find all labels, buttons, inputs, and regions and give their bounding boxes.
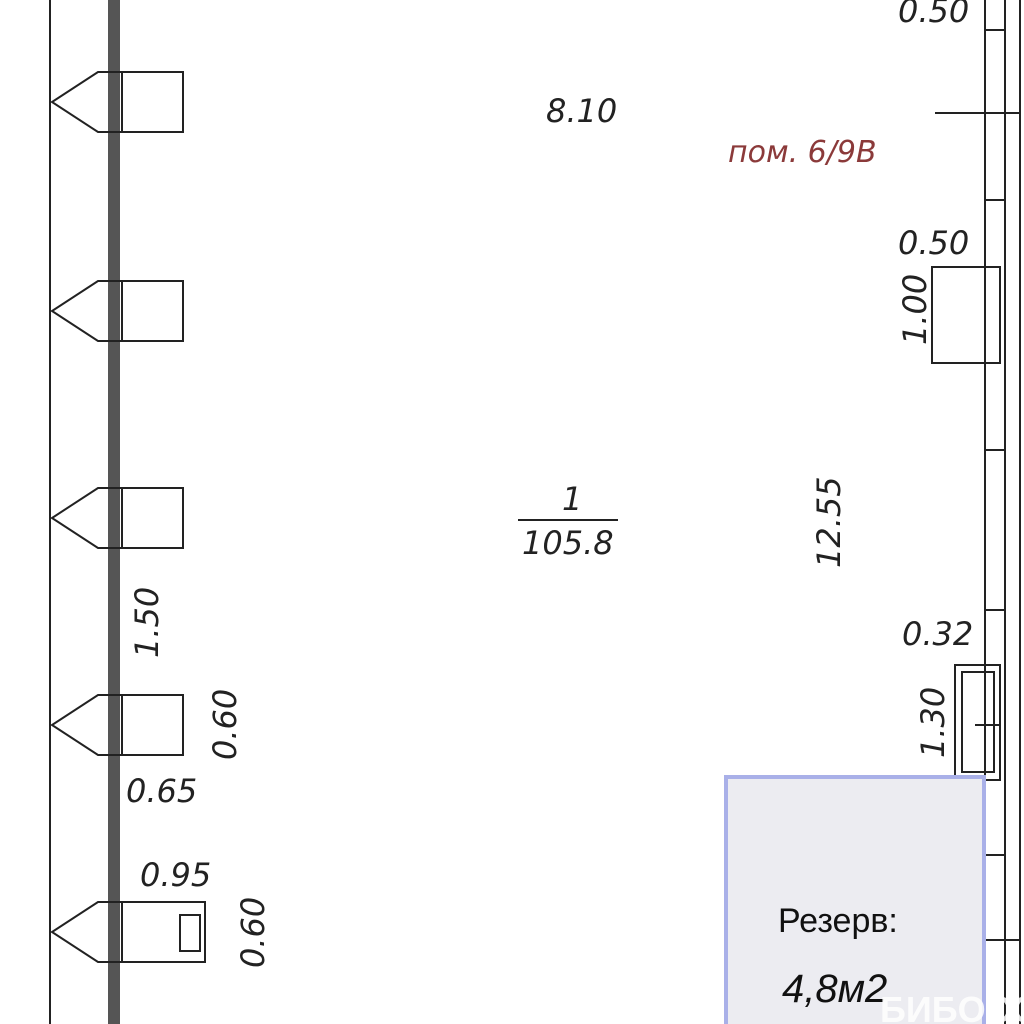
column-width-dimension: 0.32 (902, 615, 973, 653)
radiator (179, 914, 201, 952)
window-height-dimension-2: 0.60 (234, 897, 272, 968)
window-depth-dimension: 0.65 (126, 772, 197, 810)
niche (931, 266, 1001, 364)
top-right-dimension: 0.50 (898, 0, 969, 30)
column (954, 664, 1001, 781)
window-4 (50, 694, 184, 756)
room-number: 1 (562, 480, 582, 518)
room-label: пом. 6/9В (728, 135, 877, 170)
room-area: 105.8 (522, 524, 614, 562)
reserve-area[interactable] (724, 775, 986, 1024)
column-height-dimension: 1.30 (914, 687, 952, 758)
window-1 (50, 71, 184, 133)
top-width-dimension: 8.10 (546, 92, 617, 130)
reserve-label: Резерв: (778, 902, 898, 940)
exterior-wall (108, 0, 120, 1024)
window-3 (50, 487, 184, 549)
window-5 (50, 901, 206, 963)
windows (50, 71, 206, 963)
window-height-dimension: 0.60 (206, 689, 244, 760)
window-spacing-dimension: 1.50 (128, 587, 166, 658)
niche-width-dimension: 0.50 (898, 224, 969, 262)
window-2 (50, 280, 184, 342)
niche-height-dimension: 1.00 (896, 274, 934, 345)
room-length-dimension: 12.55 (810, 476, 848, 568)
watermark: БИБОСС (880, 989, 1024, 1024)
radiator-width-dimension: 0.95 (140, 856, 211, 894)
reserve-area-value: 4,8м2 (782, 967, 887, 1011)
